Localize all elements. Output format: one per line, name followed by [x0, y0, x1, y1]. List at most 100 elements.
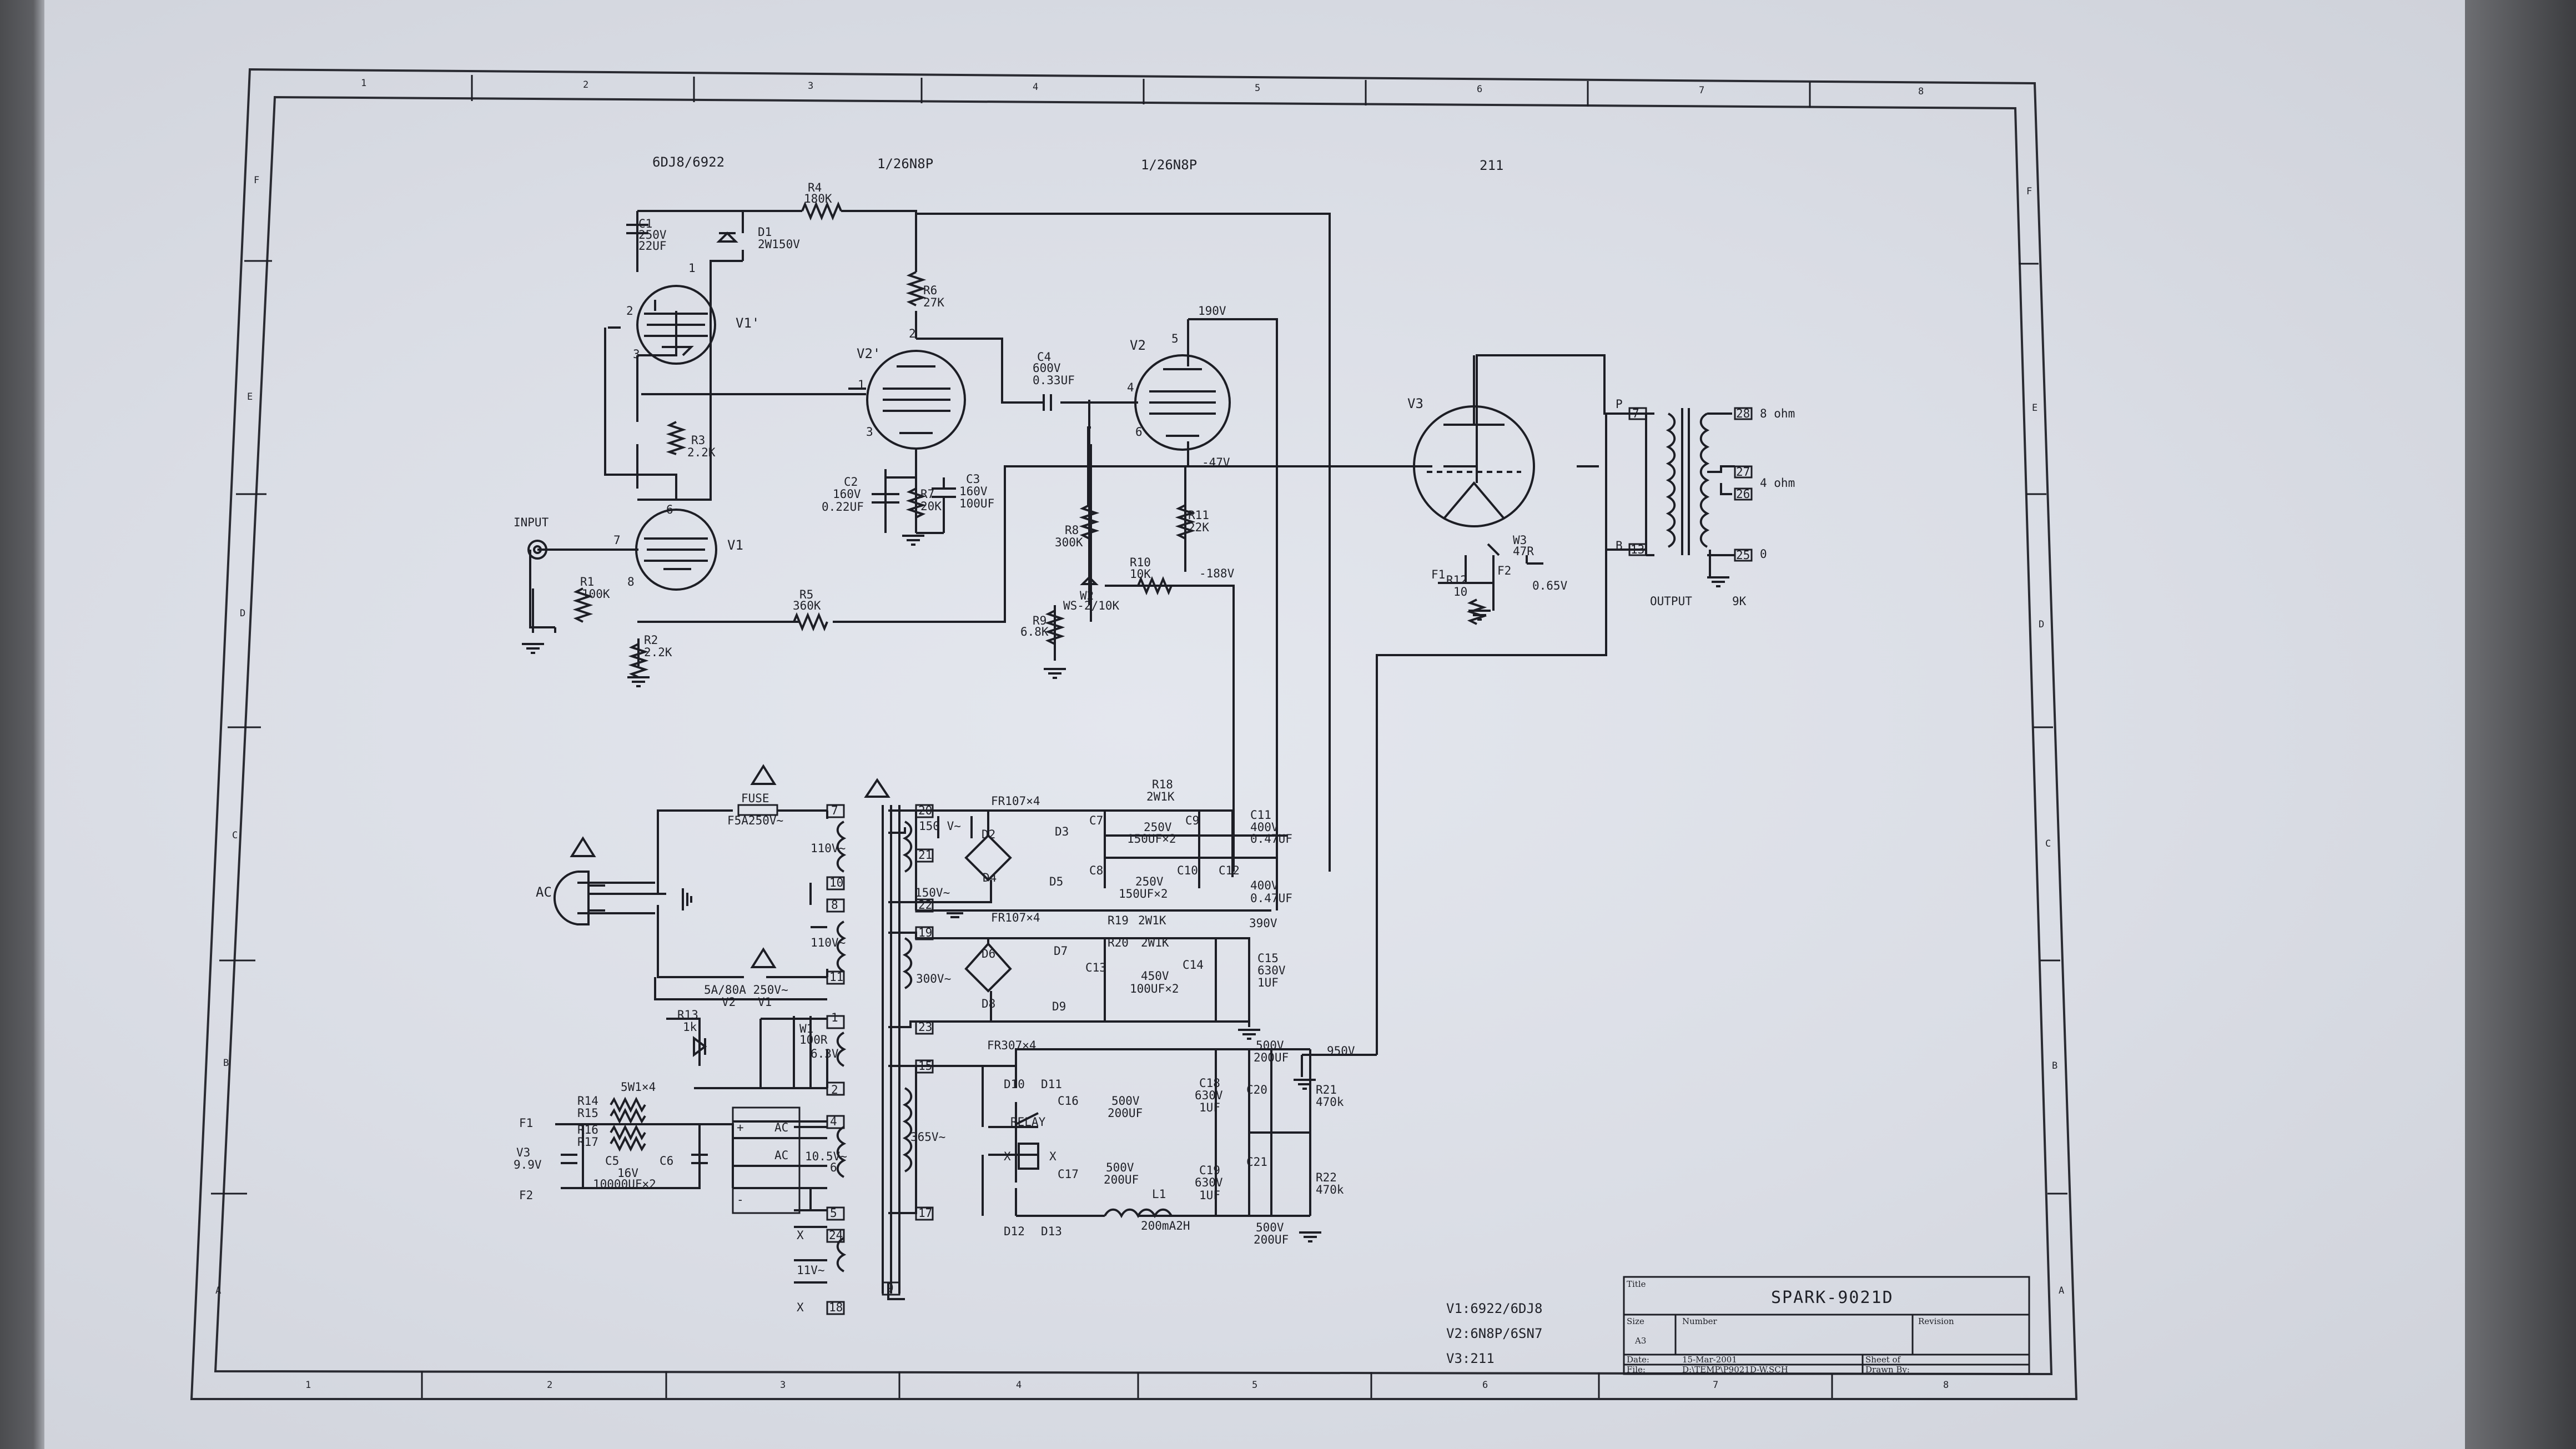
sec-17: 17 — [918, 1206, 932, 1220]
grid-row-d-right: D — [2039, 619, 2044, 630]
c16-cap: 200UF — [1108, 1106, 1143, 1120]
pin-24: 24 — [829, 1229, 843, 1242]
diode-d11: D11 — [1041, 1078, 1062, 1091]
c20-ref: C20 — [1246, 1083, 1267, 1096]
rect-plus: + — [737, 1121, 744, 1134]
c14-ref: C14 — [1183, 958, 1204, 972]
primary-110v-b: 110V~ — [811, 936, 846, 949]
led-v2: V2 — [722, 995, 736, 1009]
bridge-fr107-b: FR107×4 — [991, 911, 1040, 924]
grid-row-c: C — [232, 830, 238, 841]
c9-cap: 150UF×2 — [1119, 887, 1168, 900]
r6-value: 27K — [923, 296, 944, 309]
output-transformer — [1628, 407, 1753, 577]
r1-value: 100K — [582, 587, 610, 601]
c4-cap: 0.33UF — [1033, 374, 1075, 387]
c20-cap-top: 200UF — [1254, 1051, 1289, 1064]
tube-v1-top — [636, 285, 716, 365]
pin-6: 6 — [830, 1161, 837, 1174]
w2-ref: W2 — [1080, 589, 1094, 602]
rect-ac-1: AC — [774, 1121, 788, 1134]
pin-2: 2 — [831, 1083, 838, 1096]
filament-f2: F2 — [1497, 564, 1511, 577]
pin-11: 11 — [829, 970, 843, 984]
primary-110v-a: 110V~ — [811, 842, 846, 855]
w1-ref: W1 — [799, 1022, 813, 1035]
c7-ref: C7 — [1089, 814, 1103, 827]
r18-ref: R18 — [1152, 778, 1173, 791]
grid-row-a-right: A — [2059, 1285, 2064, 1296]
r6-ref: R6 — [923, 284, 937, 297]
warning-icon — [570, 764, 777, 968]
sec-22: 22 — [918, 898, 932, 912]
c7-cap: 150UF×2 — [1127, 832, 1176, 846]
c21-cap-bottom: 200UF — [1254, 1233, 1289, 1246]
c15-ref: C15 — [1257, 952, 1279, 965]
transformer-p: P — [1616, 398, 1623, 411]
c2-cap: 0.22UF — [822, 500, 864, 514]
sec-365v: 365V~ — [910, 1130, 945, 1144]
r4-ref: R4 — [808, 181, 822, 194]
grid-col-8: 8 — [1918, 86, 1924, 97]
c21-volt-bottom: 500V — [1256, 1221, 1284, 1234]
pin-4: 4 — [830, 1115, 837, 1128]
r11-ref: R11 — [1188, 509, 1209, 522]
output-label: OUTPUT — [1650, 595, 1692, 608]
tube-v2a — [866, 350, 966, 450]
frame-grid-labels: 1 2 3 4 5 6 7 8 1 2 3 4 5 6 7 8 F E D C … — [215, 78, 2064, 1391]
c12-ref: C12 — [1219, 864, 1240, 877]
drawn-by-label: Drawn By: — [1865, 1365, 1910, 1375]
grid-col-3: 3 — [808, 80, 813, 92]
pin-v1b-8: 8 — [627, 575, 635, 588]
r5-ref: R5 — [799, 588, 813, 601]
tube-type-v2b: 1/26N8P — [1141, 157, 1197, 173]
c6-ref: C6 — [660, 1154, 673, 1168]
c2-ref: C2 — [844, 475, 858, 489]
c11-volt: 400V — [1250, 821, 1279, 834]
diode-d13: D13 — [1041, 1225, 1062, 1238]
relay-x1: X — [1004, 1150, 1011, 1163]
sec-150v-b: 150V~ — [915, 886, 950, 899]
c9-ref: C9 — [1185, 814, 1199, 827]
pin-5: 5 — [830, 1206, 837, 1220]
c16-ref: C16 — [1058, 1094, 1079, 1108]
r8-ref: R8 — [1065, 524, 1079, 537]
pin-v2b-4: 4 — [1127, 381, 1134, 394]
voltage-minus47v: -47V — [1202, 456, 1230, 469]
c19-ref: C19 — [1199, 1164, 1220, 1177]
inductor-l1-symbol — [1104, 1208, 1173, 1219]
rect-ac-2: AC — [774, 1149, 788, 1162]
c5-cap: 10000UF×2 — [593, 1178, 656, 1191]
inductor-l1: L1 — [1152, 1188, 1166, 1201]
tap-0-ohm: 0 — [1760, 547, 1767, 561]
c4-volt: 600V — [1033, 361, 1061, 375]
grid-row-b: B — [223, 1058, 229, 1069]
r21-ref: R21 — [1316, 1083, 1337, 1096]
voltage-950v: 950V — [1327, 1044, 1355, 1058]
tube-type-v3: 211 — [1480, 158, 1503, 173]
tube-label-v2a: V2' — [857, 346, 881, 361]
amp-components — [527, 201, 1500, 678]
note-v3: V3:211 — [1446, 1351, 1495, 1366]
r11-value: 22K — [1188, 521, 1209, 534]
r22-value: 470k — [1316, 1183, 1344, 1196]
psu-f2: F2 — [519, 1189, 533, 1202]
tube-label-v1-top: V1' — [736, 315, 759, 331]
c17-ref: C17 — [1058, 1168, 1079, 1181]
c7-volt: 250V — [1144, 821, 1172, 834]
c17-cap: 200UF — [1104, 1173, 1139, 1186]
r19-value: 2W1K — [1138, 914, 1166, 927]
pin-v2a-1: 1 — [858, 378, 865, 391]
rect-minus: - — [737, 1193, 744, 1206]
transformer-pin-27: 27 — [1736, 465, 1750, 479]
r14-ref: R14 — [577, 1094, 598, 1108]
tube-v3 — [1413, 355, 1535, 527]
c5-ref: C5 — [605, 1154, 619, 1168]
c13-cap: 100UF×2 — [1130, 982, 1179, 995]
r20-ref: R20 — [1108, 936, 1129, 949]
r9-value: 6.8K — [1020, 625, 1049, 638]
r10-value: 10K — [1130, 567, 1151, 581]
filament-f1: F1 — [1431, 568, 1445, 581]
sec-15: 15 — [918, 1059, 932, 1073]
grid-col-8b: 8 — [1943, 1380, 1949, 1391]
